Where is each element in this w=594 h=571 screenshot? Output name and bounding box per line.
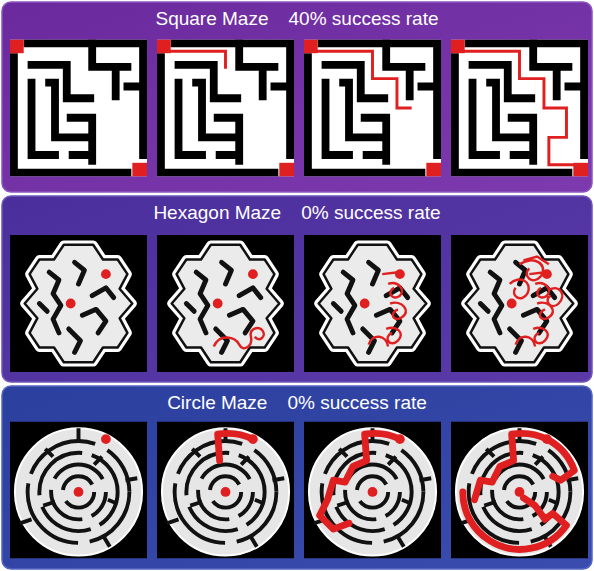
circle-maze — [157, 422, 294, 559]
maze-panel: Circle Maze 0% success rate — [2, 386, 592, 569]
panel-header: Hexagon Maze 0% success rate — [2, 199, 592, 227]
success-rate: 40% success rate — [289, 7, 439, 31]
circle-maze — [304, 422, 441, 559]
maze-panel: Hexagon Maze 0% success rate — [2, 196, 592, 382]
circle-maze — [451, 422, 588, 559]
square-maze — [451, 40, 588, 177]
maze-panel: Square Maze 40% success rate — [2, 2, 592, 192]
circle-maze — [10, 422, 147, 559]
success-rate: 0% success rate — [301, 201, 440, 225]
panel-title: Hexagon Maze — [153, 201, 281, 225]
panel-ground — [2, 386, 592, 569]
hexagon-maze — [304, 235, 441, 372]
hexagon-maze — [10, 235, 147, 372]
panel-title: Circle Maze — [167, 391, 267, 415]
square-maze — [157, 40, 294, 177]
square-maze — [304, 40, 441, 177]
panel-header: Square Maze 40% success rate — [2, 5, 592, 33]
panel-ground — [2, 2, 592, 192]
panel-header: Circle Maze 0% success rate — [2, 389, 592, 417]
panel-title: Square Maze — [156, 7, 269, 31]
panel-ground — [2, 196, 592, 382]
hexagon-maze — [157, 235, 294, 372]
square-maze — [10, 40, 147, 177]
hexagon-maze — [451, 235, 588, 372]
success-rate: 0% success rate — [287, 391, 426, 415]
